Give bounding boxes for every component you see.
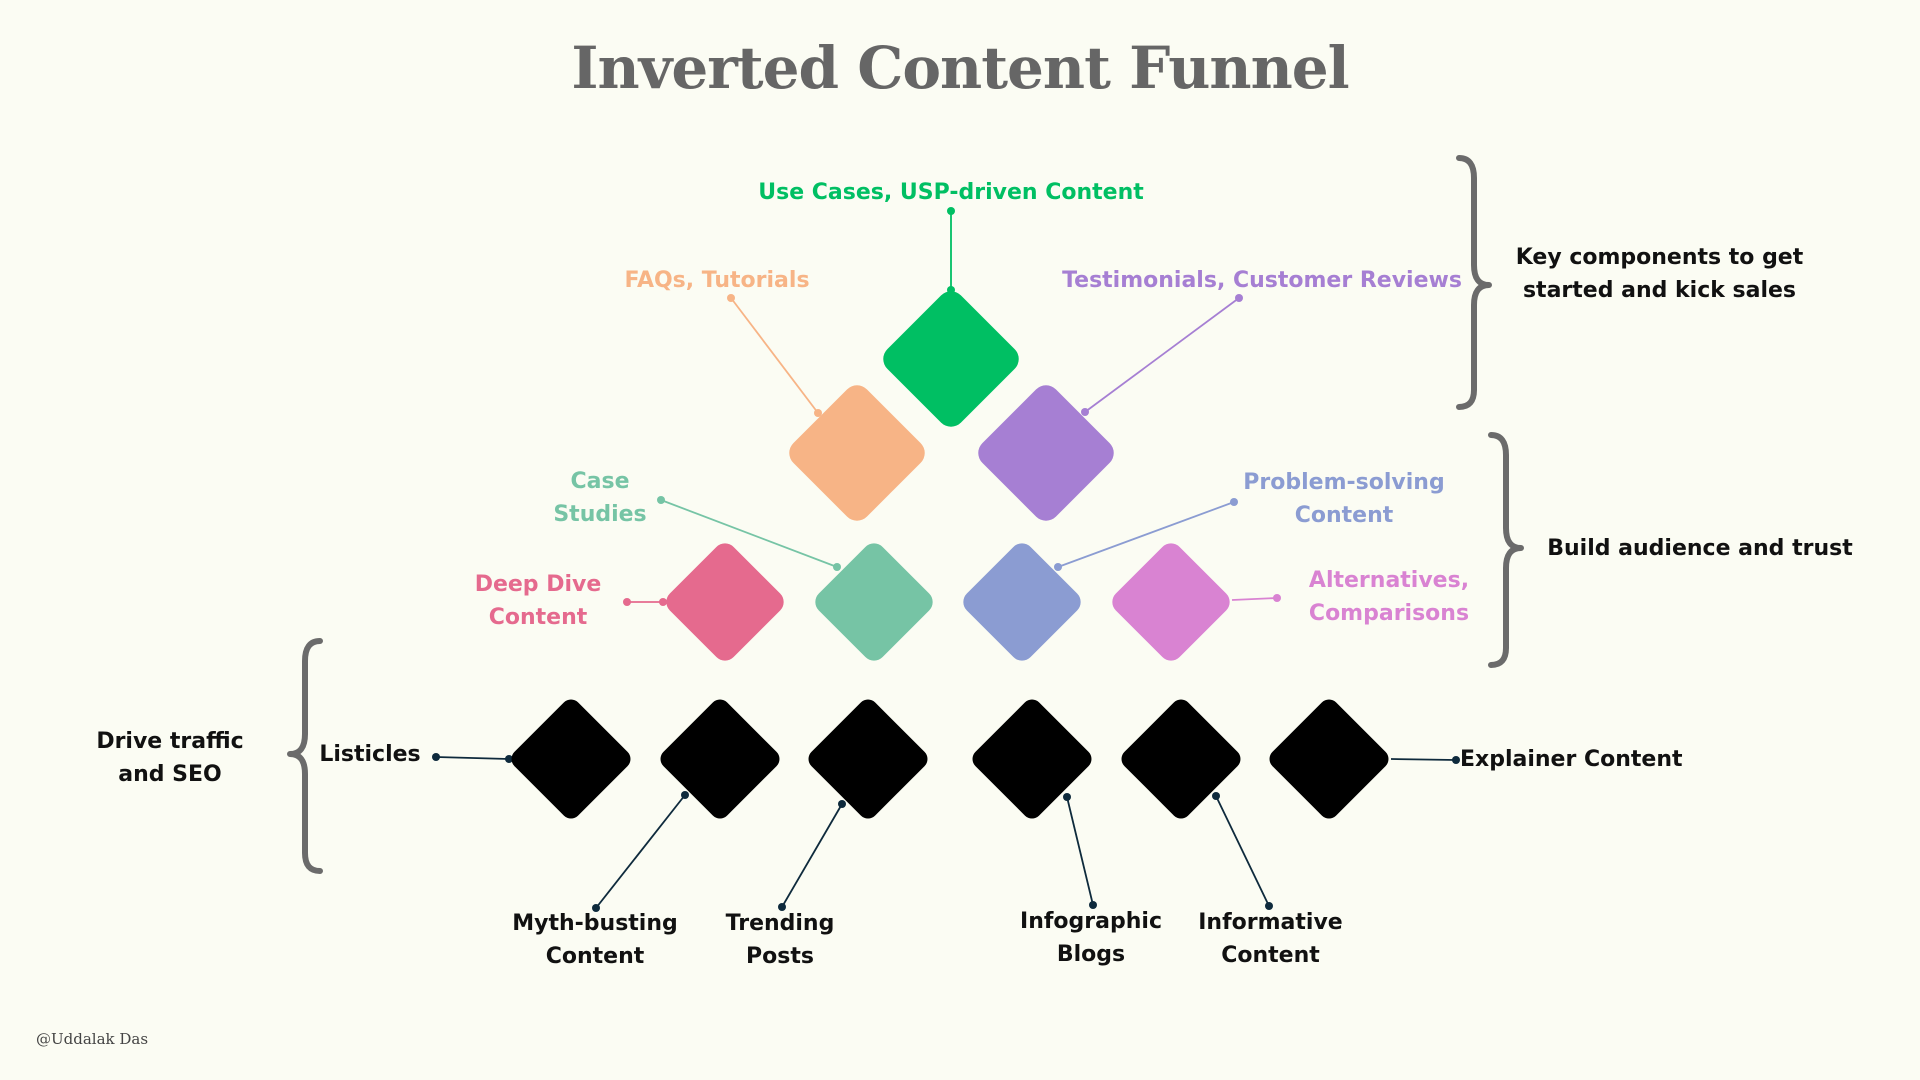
connector-explainer: [1390, 758, 1457, 761]
dot-listicles-end: [505, 755, 513, 763]
diamond-explainer: [1269, 699, 1389, 819]
connector-problem-solving: [1057, 501, 1235, 568]
diamond-infographic: [972, 699, 1092, 819]
diamond-problem-solving: [963, 543, 1081, 661]
dot-faqs-end: [814, 409, 822, 417]
connector-listicles: [435, 756, 510, 760]
group-label-top: Key components to get started and kick s…: [1515, 245, 1804, 303]
label-trending: Trending Posts: [725, 911, 835, 969]
dot-faqs: [727, 294, 735, 302]
dot-case-studies-end: [833, 563, 841, 571]
dot-testimonials-end: [1081, 408, 1089, 416]
brace-top: [1456, 155, 1492, 410]
dot-informative: [1265, 902, 1273, 910]
dot-problem-solving: [1230, 498, 1238, 506]
label-explainer: Explainer Content: [1460, 747, 1683, 772]
label-problem-solving: Problem-solving Content: [1243, 470, 1445, 528]
connector-faqs: [730, 297, 819, 414]
dot-use-cases: [947, 207, 955, 215]
diamond-listicles: [511, 699, 631, 819]
diamond-alternatives: [1112, 543, 1230, 661]
diamond-use-cases: [883, 291, 1019, 427]
diamond-informative: [1121, 699, 1241, 819]
connector-informative: [1215, 795, 1270, 907]
author-credit: @Uddalak Das: [36, 1030, 149, 1048]
dot-case-studies: [657, 496, 665, 504]
diamond-case-studies: [815, 543, 933, 661]
dot-alternatives: [1273, 594, 1281, 602]
dot-deep-dive: [623, 598, 631, 606]
label-myth-busting: Myth-busting Content: [512, 911, 678, 969]
connector-layer: [432, 207, 1460, 912]
page-title: Inverted Content Funnel: [571, 34, 1349, 102]
dot-listicles: [432, 753, 440, 761]
label-testimonials: Testimonials, Customer Reviews: [1062, 268, 1462, 293]
dot-trending: [778, 903, 786, 911]
dot-trending-end: [838, 800, 846, 808]
connector-infographic: [1066, 796, 1094, 906]
connector-alternatives: [1231, 597, 1278, 601]
dot-myth-busting: [592, 904, 600, 912]
label-case-studies: Case Studies: [553, 469, 647, 527]
label-faqs: FAQs, Tutorials: [624, 268, 810, 293]
connector-myth-busting: [595, 794, 686, 909]
dot-deep-dive-end: [659, 598, 667, 606]
brace-layer: [287, 155, 1524, 874]
label-deep-dive: Deep Dive Content: [474, 572, 602, 630]
group-label-middle: Build audience and trust: [1547, 536, 1853, 561]
diamond-layer: [511, 291, 1389, 819]
dot-infographic: [1089, 901, 1097, 909]
diamond-testimonials: [978, 385, 1114, 521]
diamond-myth-busting: [660, 699, 780, 819]
diamond-trending: [808, 699, 928, 819]
label-use-cases: Use Cases, USP-driven Content: [758, 180, 1144, 205]
brace-bottom: [287, 638, 323, 874]
label-listicles: Listicles: [319, 742, 421, 767]
connector-case-studies: [660, 499, 838, 568]
connector-testimonials: [1084, 297, 1240, 413]
dot-problem-solving-end: [1054, 563, 1062, 571]
diamond-faqs: [789, 385, 925, 521]
label-infographic: Infographic Blogs: [1020, 909, 1162, 967]
brace-middle: [1488, 432, 1524, 668]
dot-informative-end: [1212, 792, 1220, 800]
dot-infographic-end: [1063, 793, 1071, 801]
connector-trending: [781, 803, 843, 908]
group-label-bottom: Drive traffic and SEO: [96, 729, 244, 787]
dot-testimonials: [1235, 294, 1243, 302]
label-alternatives: Alternatives, Comparisons: [1308, 568, 1470, 626]
label-informative: Informative Content: [1198, 910, 1343, 968]
diamond-deep-dive: [666, 543, 784, 661]
dot-myth-busting-end: [681, 791, 689, 799]
dot-explainer: [1452, 756, 1460, 764]
